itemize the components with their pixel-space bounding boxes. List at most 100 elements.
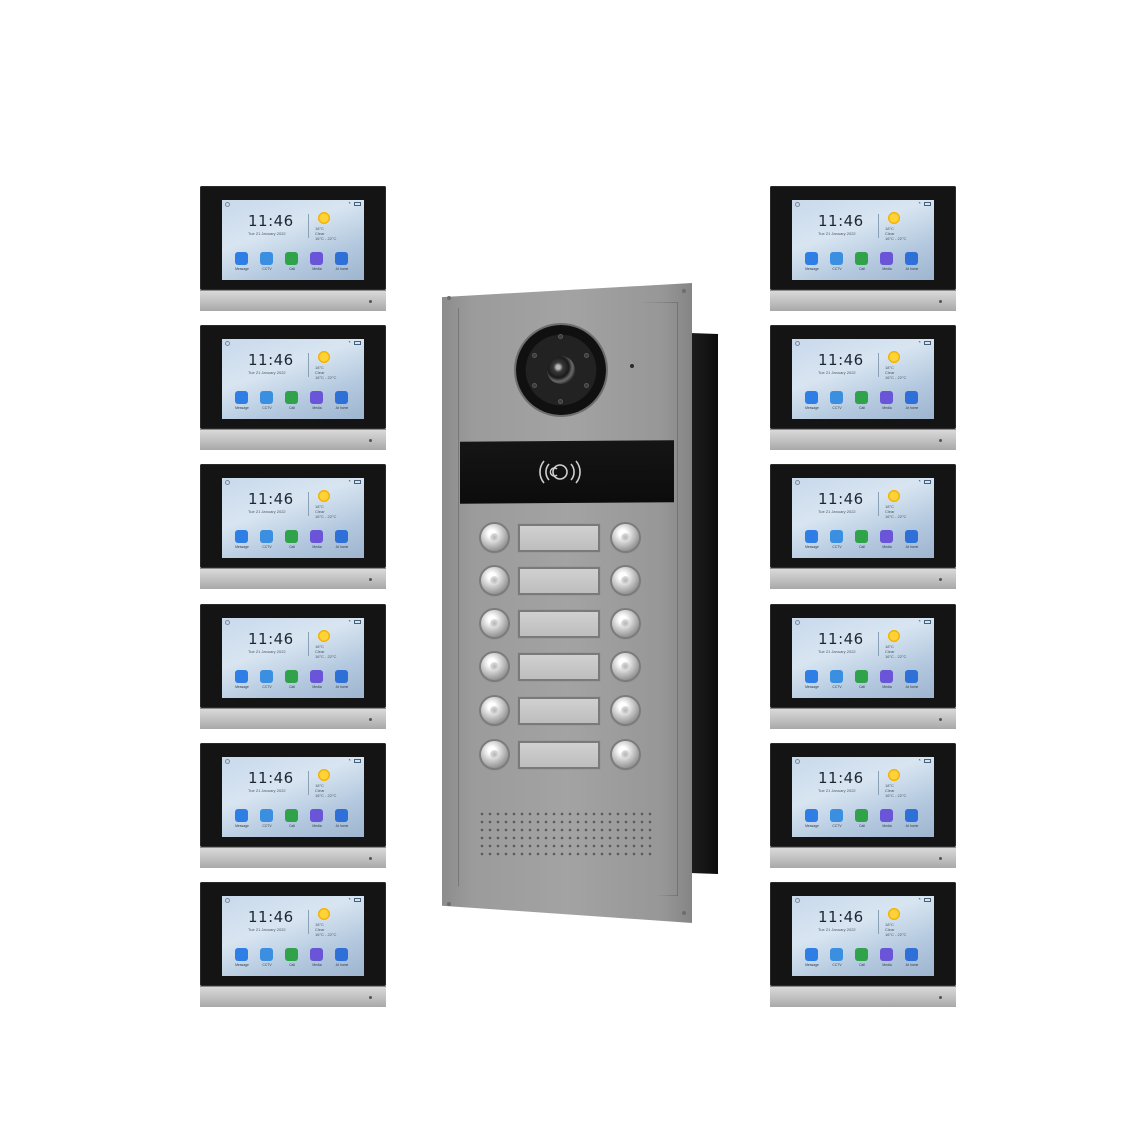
settings-icon[interactable] [225, 480, 230, 485]
monitor-app[interactable]: Call [282, 391, 302, 415]
monitor-app[interactable]: Message [232, 530, 252, 554]
monitor-app[interactable]: CCTV [827, 670, 847, 694]
app-label: At home [905, 545, 919, 549]
monitor-app[interactable]: At home [902, 530, 922, 554]
settings-icon[interactable] [795, 480, 800, 485]
monitor-app[interactable]: At home [332, 809, 352, 833]
call-button-left[interactable] [481, 653, 508, 680]
monitor-app[interactable]: Call [282, 252, 302, 276]
call-button-right[interactable] [612, 567, 639, 594]
monitor-app[interactable]: At home [332, 391, 352, 415]
monitor-app[interactable]: Message [232, 809, 252, 833]
monitor-app[interactable]: Media [877, 530, 897, 554]
monitor-app[interactable]: At home [902, 391, 922, 415]
settings-icon[interactable] [795, 202, 800, 207]
call-button-left[interactable] [481, 524, 508, 551]
monitor-app[interactable]: At home [902, 252, 922, 276]
monitor-app[interactable]: CCTV [257, 252, 277, 276]
monitor-app[interactable]: Media [307, 530, 327, 554]
monitor-app[interactable]: CCTV [257, 530, 277, 554]
monitor-app[interactable]: Media [307, 948, 327, 972]
monitor-app[interactable]: Message [802, 252, 822, 276]
settings-icon[interactable] [795, 898, 800, 903]
call-button-right[interactable] [612, 524, 639, 551]
monitor-app[interactable]: Media [307, 391, 327, 415]
settings-icon[interactable] [795, 620, 800, 625]
monitor-app[interactable]: At home [902, 948, 922, 972]
monitor-app[interactable]: Call [282, 530, 302, 554]
monitor-app[interactable]: CCTV [827, 252, 847, 276]
monitor-app[interactable]: Call [282, 809, 302, 833]
monitor-app[interactable]: Message [802, 530, 822, 554]
call-button-left[interactable] [481, 741, 508, 768]
monitor-app[interactable]: CCTV [827, 948, 847, 972]
call-button-right[interactable] [612, 610, 639, 637]
monitor-app[interactable]: CCTV [827, 530, 847, 554]
monitor-app[interactable]: Message [232, 670, 252, 694]
monitor-app[interactable]: CCTV [257, 809, 277, 833]
monitor-app[interactable]: At home [902, 809, 922, 833]
call-button-right[interactable] [612, 741, 639, 768]
monitor-app[interactable]: CCTV [257, 948, 277, 972]
monitor-app[interactable]: CCTV [827, 809, 847, 833]
settings-icon[interactable] [795, 341, 800, 346]
call-button-left[interactable] [481, 567, 508, 594]
monitor-app[interactable]: Media [877, 809, 897, 833]
settings-icon[interactable] [225, 202, 230, 207]
monitor-app[interactable]: Message [232, 948, 252, 972]
monitor-app[interactable]: Call [852, 252, 872, 276]
app-tile-icon [805, 670, 818, 683]
monitor-app[interactable]: Call [282, 948, 302, 972]
settings-icon[interactable] [225, 759, 230, 764]
monitor-app[interactable]: Media [877, 948, 897, 972]
monitor-app[interactable]: Message [232, 391, 252, 415]
weather-temp: 18°C [315, 365, 324, 370]
app-tile-icon [335, 809, 348, 822]
monitor-app[interactable]: Media [877, 670, 897, 694]
wifi-icon: ◔ [347, 758, 351, 764]
monitor-app[interactable]: Media [307, 809, 327, 833]
monitor-app[interactable]: Call [852, 391, 872, 415]
app-label: CCTV [832, 824, 842, 828]
weather-temp: 18°C [885, 365, 894, 370]
monitor-app[interactable]: Call [852, 809, 872, 833]
call-button-right[interactable] [612, 653, 639, 680]
settings-icon[interactable] [225, 620, 230, 625]
settings-icon[interactable] [225, 341, 230, 346]
settings-icon[interactable] [225, 898, 230, 903]
call-button-left[interactable] [481, 697, 508, 724]
monitor-app[interactable]: Media [877, 391, 897, 415]
monitor-app[interactable]: Message [232, 252, 252, 276]
monitor-app[interactable]: CCTV [257, 391, 277, 415]
settings-icon[interactable] [795, 759, 800, 764]
monitor-app[interactable]: Media [877, 252, 897, 276]
screw [447, 296, 451, 300]
monitor-app[interactable]: Media [307, 670, 327, 694]
monitor-app[interactable]: At home [332, 948, 352, 972]
monitor-app[interactable]: Call [852, 530, 872, 554]
monitor-app[interactable]: At home [902, 670, 922, 694]
monitor-app[interactable]: Call [852, 670, 872, 694]
monitor-app[interactable]: Message [802, 391, 822, 415]
status-bar: ◔ [795, 897, 931, 904]
monitor-app[interactable]: Message [802, 670, 822, 694]
monitor-app[interactable]: Call [852, 948, 872, 972]
clock-time: 11:46 [248, 630, 294, 648]
monitor-app[interactable]: Media [307, 252, 327, 276]
weather-range: 16°C - 22°C [885, 932, 907, 937]
monitor-app[interactable]: CCTV [257, 670, 277, 694]
monitor-app[interactable]: CCTV [827, 391, 847, 415]
call-button-right[interactable] [612, 697, 639, 724]
monitor-app[interactable]: Message [802, 809, 822, 833]
monitor-app[interactable]: At home [332, 252, 352, 276]
power-led [939, 439, 942, 442]
monitor-app[interactable]: Call [282, 670, 302, 694]
monitor-app[interactable]: Message [802, 948, 822, 972]
monitor-app[interactable]: At home [332, 670, 352, 694]
monitor-app[interactable]: At home [332, 530, 352, 554]
call-button-left[interactable] [481, 610, 508, 637]
sun-icon [317, 350, 331, 364]
